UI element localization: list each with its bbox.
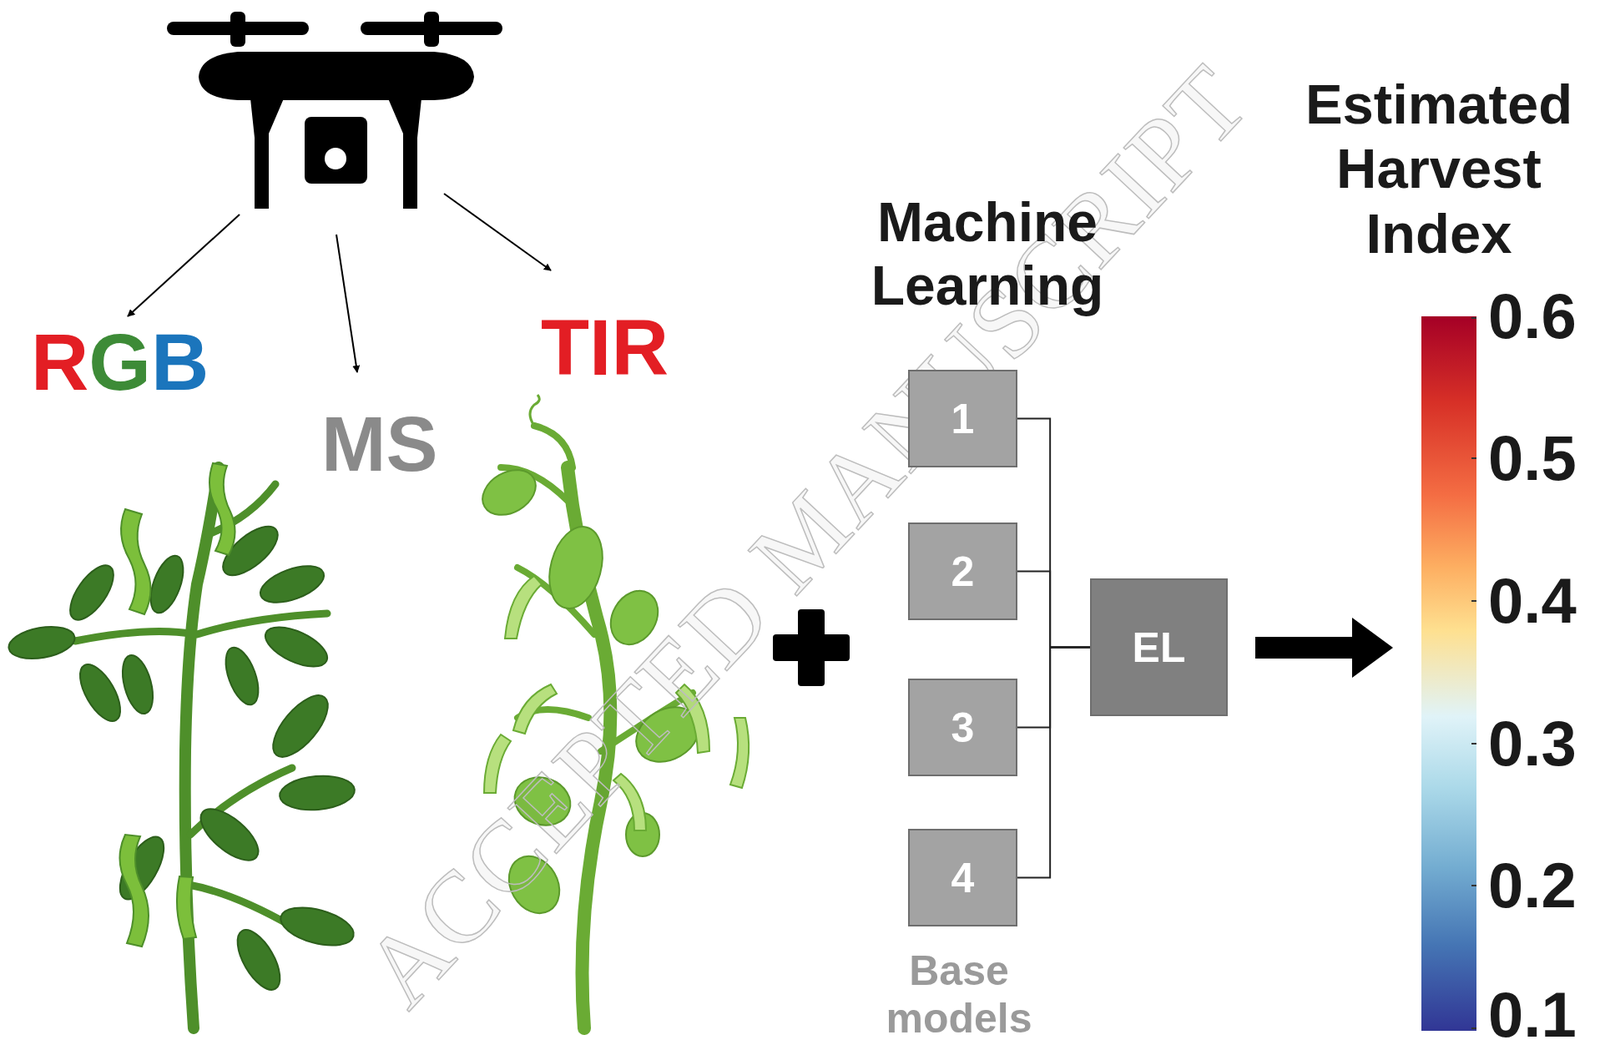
box-text: 1 [951, 394, 975, 444]
drone-icon [166, 11, 503, 209]
text-label: RGB [30, 322, 209, 403]
model-box: 2 [908, 522, 1018, 621]
tick-label: 0.6 [1488, 284, 1577, 349]
text-label: MS [321, 405, 439, 484]
text-label: Machine Learning [845, 191, 1130, 318]
model-box: 4 [908, 828, 1018, 927]
model-box: 3 [908, 678, 1018, 777]
tick-label: 0.3 [1488, 711, 1577, 776]
bracket-connector [1017, 647, 1091, 728]
bracket-connector [1017, 571, 1091, 648]
watermark: ACCEPTED MANUSCRIPT [340, 42, 1272, 1030]
output-arrow [1255, 617, 1394, 678]
box-text: EL [1132, 623, 1187, 672]
model-box: 1 [908, 369, 1018, 468]
box-text: 4 [951, 853, 975, 903]
tick-label: 0.4 [1488, 569, 1577, 633]
plant-left [5, 463, 358, 1029]
ensemble-box: EL [1090, 578, 1228, 717]
tick-label: 0.5 [1488, 426, 1577, 490]
tick-label: 0.2 [1488, 853, 1577, 918]
box-text: 2 [951, 547, 975, 596]
bracket-connector [1017, 418, 1091, 648]
bracket-connector [1017, 647, 1091, 879]
colorbar [1421, 316, 1477, 1031]
box-text: 3 [951, 703, 975, 753]
text-label: Base models [867, 947, 1051, 1044]
tick-label: 0.1 [1488, 983, 1577, 1047]
text-label: TIR [540, 307, 669, 388]
text-label: Estimated Harvest Index [1288, 71, 1590, 265]
